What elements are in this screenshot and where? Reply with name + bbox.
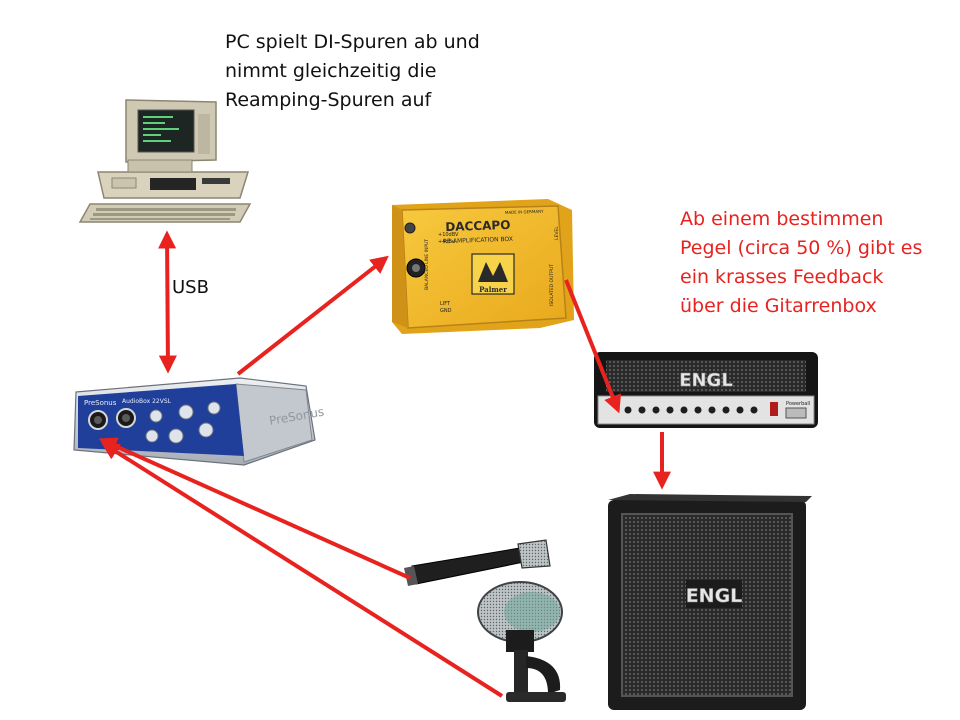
guitar-cabinet: ENGL bbox=[608, 494, 812, 710]
label-balanced-input: BALANCED LINE INPUT bbox=[424, 239, 430, 290]
label-gnd: GND bbox=[440, 308, 452, 314]
amp-head: ENGL Powerball bbox=[594, 352, 818, 428]
pc-description-note: PC spielt DI-Spuren ab und nimmt gleichz… bbox=[225, 28, 480, 115]
dynamic-microphone-icon bbox=[404, 539, 551, 586]
pc-note-line: Reamping-Spuren auf bbox=[225, 89, 432, 111]
feedback-note-line: Ab einem bestimmen bbox=[680, 208, 884, 230]
amp-brand: ENGL bbox=[679, 370, 733, 391]
feedback-note-line: ein krasses Feedback bbox=[680, 266, 884, 288]
palmer-logo: Palmer bbox=[471, 253, 515, 295]
usb-arrow bbox=[158, 230, 177, 374]
interface-brand: PreSonus bbox=[84, 399, 117, 407]
interface-model: AudioBox 22VSL bbox=[122, 398, 172, 405]
signal-arrows bbox=[98, 230, 671, 698]
usb-connection-label: USB bbox=[172, 277, 209, 298]
pc-note-line: nimmt gleichzeitig die bbox=[225, 60, 437, 82]
interface-to-reamp-arrow bbox=[236, 255, 389, 376]
computer-icon bbox=[78, 99, 252, 223]
label-10dbv: +10dBV bbox=[438, 232, 459, 238]
reamp-title: DACCAPO bbox=[445, 218, 511, 234]
feedback-warning-note: Ab einem bestimmen Pegel (circa 50 %) gi… bbox=[680, 205, 922, 321]
label-isolated-output: ISOLATED OUTPUT bbox=[549, 264, 555, 306]
amp-model: Powerball bbox=[786, 401, 810, 407]
label-level: LEVEL bbox=[554, 226, 560, 240]
feedback-note-line: über die Gitarrenbox bbox=[680, 295, 877, 317]
cabinet-brand: ENGL bbox=[686, 585, 743, 607]
mic1-to-interface-arrow bbox=[98, 437, 411, 580]
label-made-in: MADE IN GERMANY bbox=[505, 209, 544, 215]
reamp-subtitle: RE-AMPLIFICATION BOX bbox=[443, 236, 513, 245]
label-4dbu: +4dBu bbox=[438, 239, 455, 245]
feedback-note-line: Pegel (circa 50 %) gibt es bbox=[680, 237, 923, 259]
palmer-brand: Palmer bbox=[479, 285, 507, 294]
reamp-box: DACCAPO RE-AMPLIFICATION BOX +10dBV +4dB… bbox=[392, 199, 574, 334]
mic2-to-interface-arrow bbox=[100, 442, 504, 698]
label-lift: LIFT bbox=[440, 301, 451, 307]
reamp-to-amp-arrow bbox=[564, 279, 622, 414]
audio-interface: PreSonus PreSonus AudioBox 22VSL bbox=[73, 377, 325, 466]
kick-microphone-icon bbox=[477, 581, 566, 702]
pc-note-line: PC spielt DI-Spuren ab und bbox=[225, 31, 480, 53]
